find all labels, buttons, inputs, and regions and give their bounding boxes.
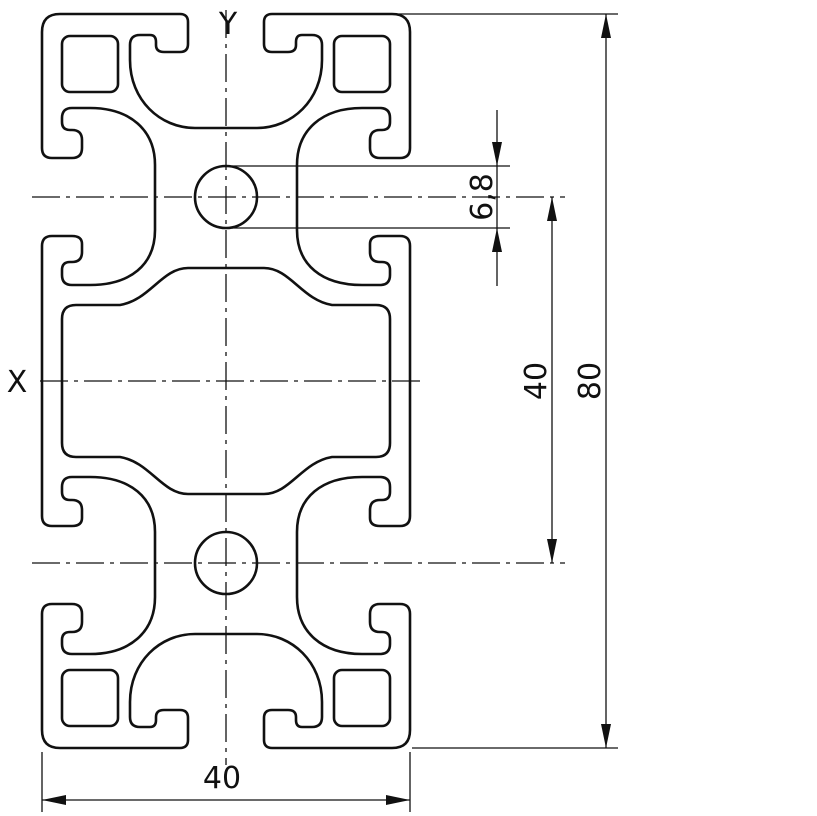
dimension-80 — [380, 13, 618, 749]
dimension-40-width — [41, 752, 411, 812]
dimension-40-spacing — [547, 197, 557, 563]
hole-spacing-label: 40 — [519, 362, 554, 400]
x-axis-label: X — [7, 365, 28, 400]
dimension-6-8 — [232, 110, 510, 286]
y-axis-label: Y — [218, 7, 238, 42]
width-label: 40 — [203, 761, 241, 796]
center-lines — [32, 10, 565, 765]
height-label: 80 — [573, 362, 608, 400]
hole-diameter-label: 6,8 — [465, 173, 500, 221]
